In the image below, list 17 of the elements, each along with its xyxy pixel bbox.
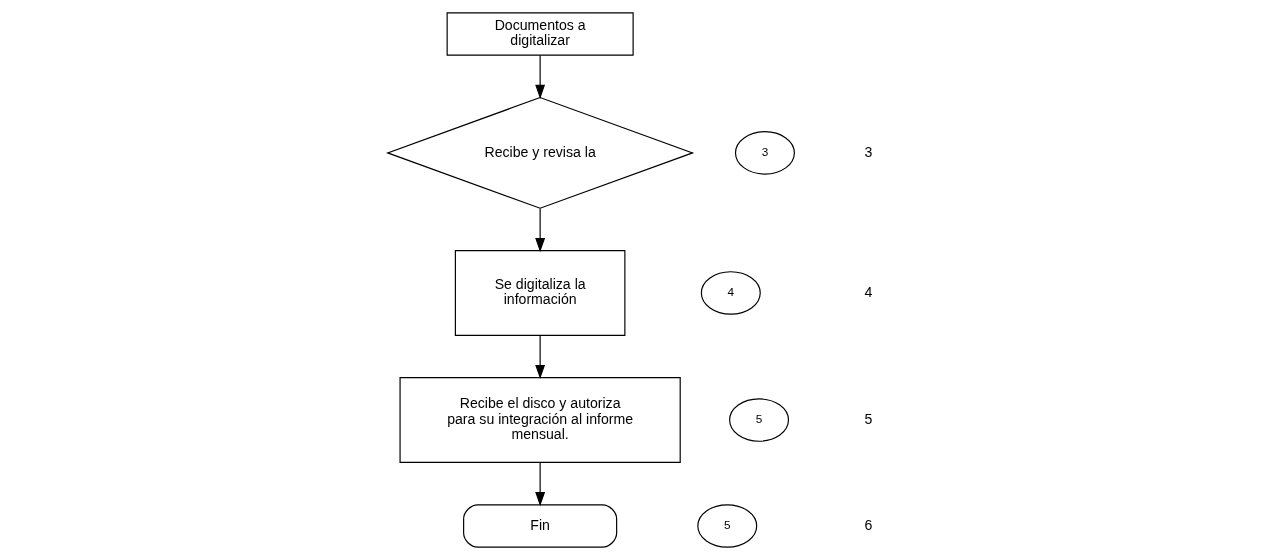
arrow (534, 461, 545, 507)
node-box: Se digitaliza la información (454, 250, 625, 336)
label: 4 (864, 283, 872, 300)
node-ellipse: 5 (728, 398, 789, 442)
label: 3 (864, 143, 872, 160)
arrow (534, 54, 545, 99)
node-box: Documentos a digitalizar (446, 12, 634, 56)
arrow (534, 334, 545, 380)
node-box: Fin (462, 504, 617, 548)
node-ellipse: 5 (696, 504, 757, 548)
node-diamond: Recibe y revisa la (385, 96, 694, 209)
node-ellipse: 4 (700, 271, 761, 315)
node-ellipse: 3 (734, 131, 795, 175)
arrow (534, 207, 545, 253)
label: 5 (864, 410, 872, 427)
node-box: Recibe el disco y autoriza para su integración al informe mensual. (399, 377, 681, 464)
label: 6 (864, 516, 872, 533)
